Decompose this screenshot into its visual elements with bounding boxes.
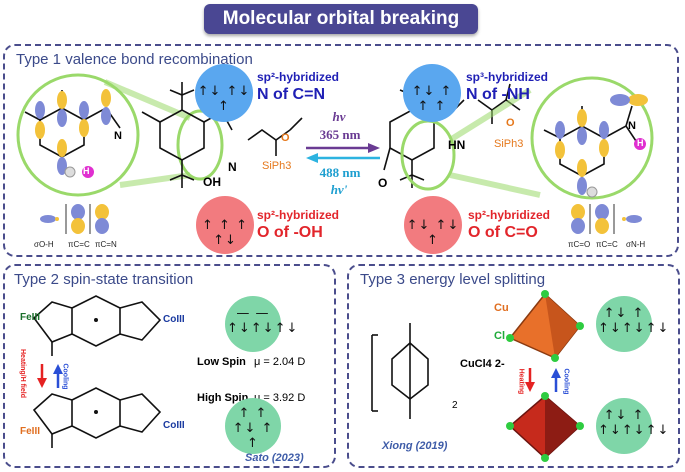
atom-oh: OH [203,175,221,189]
type2-heating-label: Heating/H field [19,348,27,399]
atom-h-big-right: H [637,138,644,148]
low-spin-label: Low Spin [197,356,246,368]
orbital-label-left-2: πC=C [68,240,90,249]
type3-panel [347,264,680,468]
o-oh-name: O of -OH [257,224,323,241]
n-nh-hyb: sp³-hybridized [466,70,549,84]
backward-nm: 488 nm [319,165,361,180]
reaction-arrows [306,143,380,163]
type2-title: Type 2 spin-state transition [14,271,194,288]
type3-electrons-bottom: ↑↓ ↑↑↓↑↓↑↓ [598,408,670,438]
orbital-label-right-3: σN-H [626,240,646,249]
atom-o-si-left: O [281,132,290,144]
orbital-label-left-1: σO-H [34,240,54,249]
n-cn-circle [195,64,253,122]
type3-cooling-label: Cooling [562,368,570,395]
orbital-icons-right [571,204,642,234]
type3-citation: Xiong (2019) [382,440,448,452]
o-oh-hyb: sp²-hybridized [257,208,340,222]
cage-sub: 2 [452,400,458,411]
low-spin-mu: μ = 2.04 D [254,356,306,368]
type1-left-diagram [16,73,303,197]
n-nh-circle [403,64,461,122]
type3-electrons-top: ↑↓ ↑↑↓↑↓↑↓ [598,306,670,336]
low-spin-electrons: — —↑↓↑↓↑↓ [227,306,299,336]
atom-h-big-left: H [83,166,90,176]
atom-siph3-left: SiPh3 [262,160,292,172]
n-nh-name: N of -NH [466,86,530,103]
cu-label: Cu [494,302,509,314]
type3-heating-label: Heating [517,368,525,395]
atom-n-big-left: N [114,130,122,142]
orbital-label-right-2: πC=C [596,240,618,249]
n-nh-electrons: ↑↓ ↑ ↑ ↑ [411,84,453,114]
banner: Molecular orbital breaking [204,4,478,34]
o-oh-circle [196,196,254,254]
type1-title: Type 1 valence bond recombination [16,51,253,68]
high-spin-electrons: ↑ ↑↑↓ ↑ ↑ [232,406,274,451]
co-top: CoIII [163,314,185,325]
dabco-cage [371,323,429,419]
backward-hv: hv' [330,182,348,197]
cu-anion: CuCl4 2- [460,358,505,370]
orbital-label-right-1: πC=O [568,240,591,249]
cucl4-polyhedra [506,290,584,462]
atom-o-si-right: O [506,117,515,129]
atom-hn: HN [448,138,466,152]
atom-n-left: N [228,160,237,174]
forward-nm: 365 nm [319,127,361,142]
type2-citation: Sato (2023) [245,452,304,464]
fe-bottom: FeIII [20,426,41,437]
cl-label: Cl [494,330,505,342]
n-cn-hyb: sp²-hybridized [257,70,340,84]
atom-o-right: O [378,176,388,190]
orbital-icons-left [40,204,109,234]
high-spin-circle [225,398,281,454]
type3-circle-bottom [596,398,652,454]
atom-siph3-right: SiPh3 [494,138,524,150]
low-spin-circle [225,296,281,352]
fe-top: FeIII [20,312,41,323]
o-oh-electrons: ↑ ↑ ↑ ↑↓ [202,218,248,248]
type2-cooling-label: Cooling [61,363,69,390]
high-spin-label: High Spin [197,392,249,404]
n-cn-electrons: ↑↓ ↑↓ ↑ [197,84,251,114]
o-co-name: O of C=O [468,224,538,241]
o-co-hyb: sp²-hybridized [468,208,551,222]
orbital-label-left-3: πC=N [95,240,117,249]
forward-hv: hv [332,109,346,124]
type3-circle-top [596,296,652,352]
type3-title: Type 3 energy level splitting [360,271,546,288]
type2-panel [3,264,336,468]
type2-molecules [32,295,162,448]
n-cn-name: N of C=N [257,86,325,103]
o-co-circle [404,196,462,254]
type1-panel [3,44,679,257]
atom-n-big-right: N [628,120,636,132]
co-bottom: CoIII [163,420,185,431]
o-co-electrons: ↑↓ ↑↓ ↑ [406,218,460,248]
